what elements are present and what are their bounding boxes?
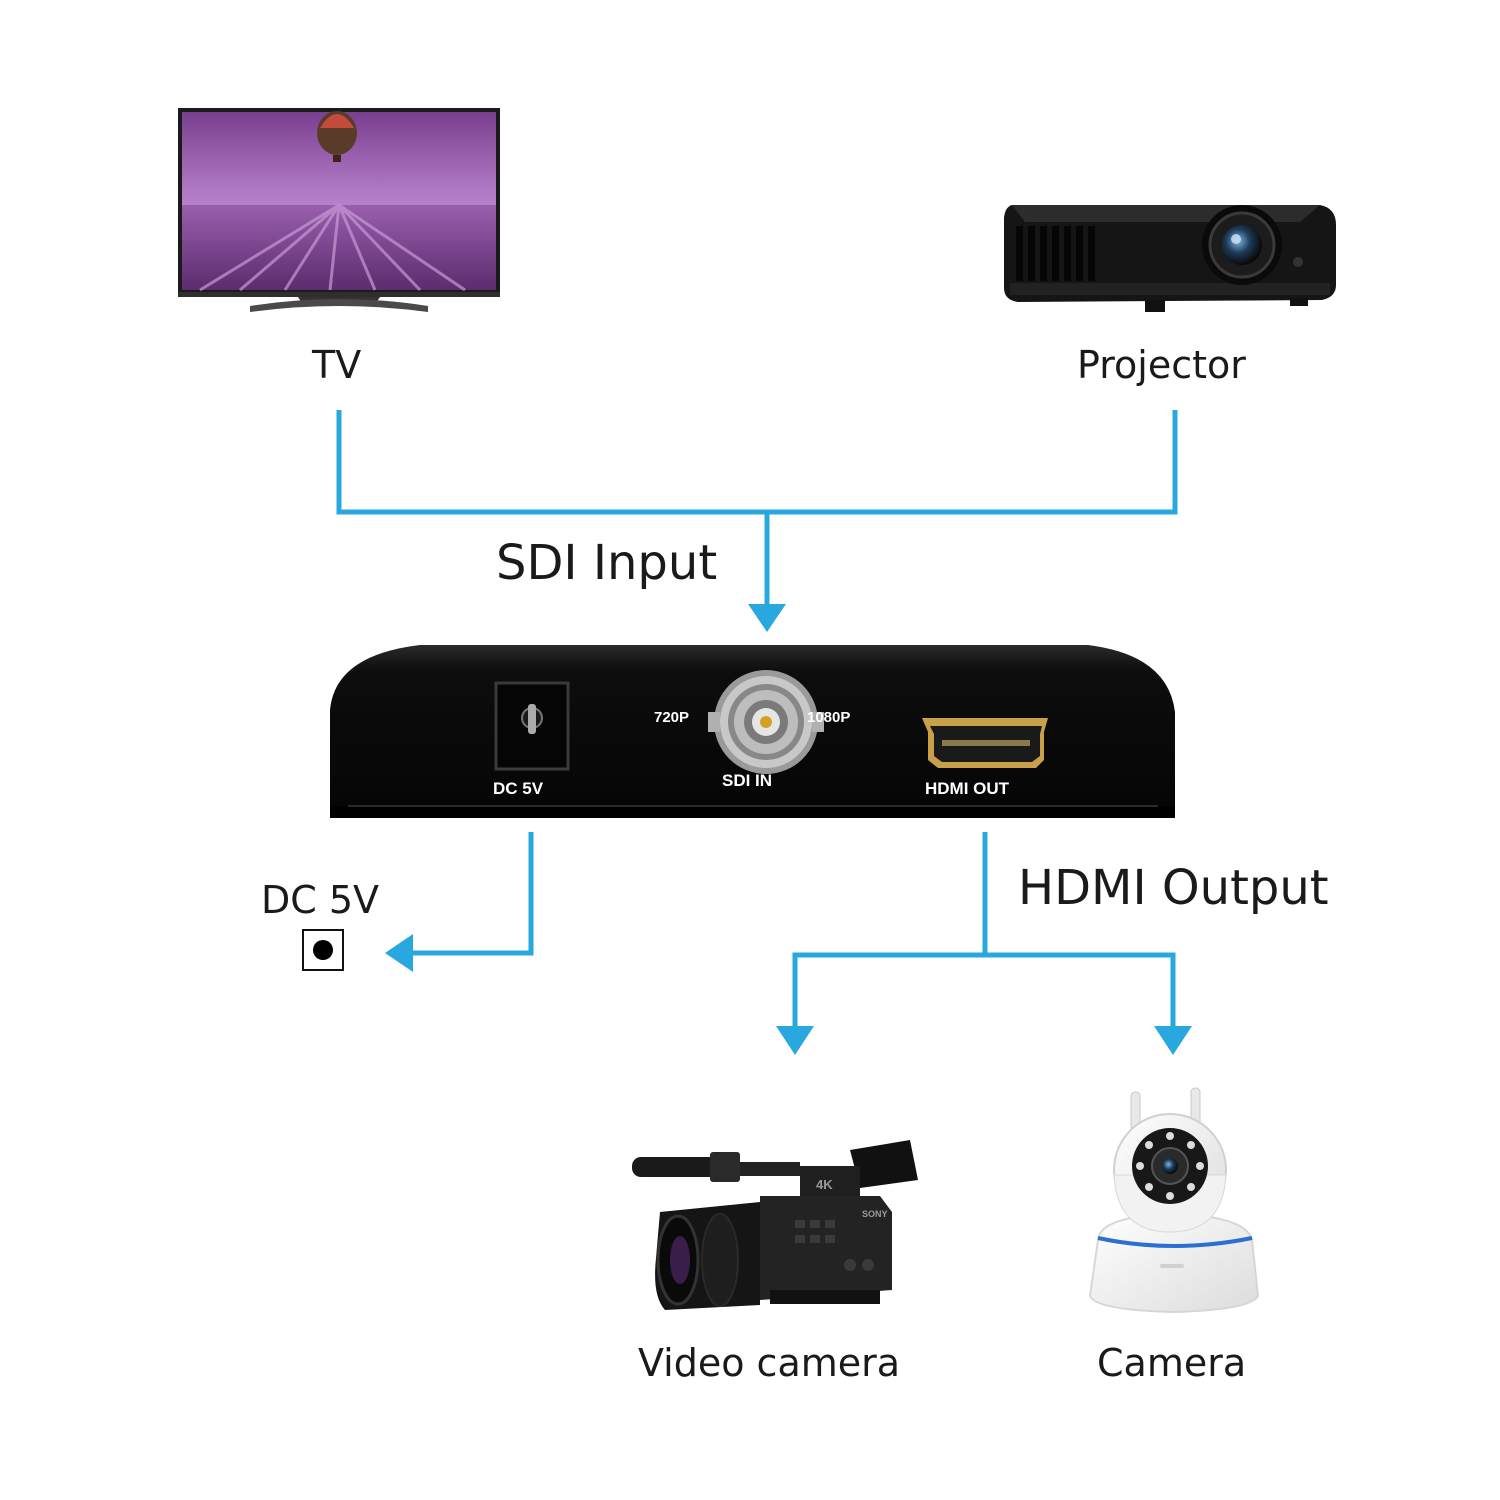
- video-camera-connector: [792, 952, 985, 1030]
- video-camera-icon: [632, 1140, 918, 1310]
- converter-port-dc-label: DC 5V: [493, 779, 544, 798]
- hdmi-output-label: HDMI Output: [1018, 860, 1329, 916]
- tv-label: TV: [312, 343, 362, 387]
- bnc-port: [708, 670, 824, 774]
- connector-lines: [336, 410, 1178, 1030]
- dc-port: [494, 681, 570, 771]
- sdi-input-label: SDI Input: [496, 535, 718, 591]
- camera-arrowhead: [1154, 1026, 1192, 1055]
- converter-port-hdmi-label: HDMI OUT: [925, 779, 1010, 798]
- video-camera-label: Video camera: [638, 1341, 901, 1385]
- camcorder-4k-mark: 4K: [816, 1177, 833, 1192]
- projector-icon: [1004, 205, 1336, 312]
- converter-port-sdi-label: SDI IN: [722, 771, 773, 790]
- projector-connector: [767, 410, 1178, 515]
- arrowheads: [385, 604, 1192, 1055]
- projector-label: Projector: [1077, 343, 1246, 387]
- hdmi-port: [922, 718, 1048, 768]
- dc-jack-dot: [313, 940, 333, 960]
- tv-connector: [336, 410, 767, 515]
- converter-res-right-label: 1080P: [807, 709, 851, 726]
- dc-jack-icon: [302, 929, 344, 971]
- converter-res-left-label: 720P: [654, 709, 690, 726]
- camera-label: Camera: [1097, 1341, 1247, 1385]
- tv-icon: [178, 108, 500, 312]
- ip-camera-icon: [1088, 1087, 1260, 1314]
- dc-arrowhead: [385, 934, 413, 972]
- sdi-input-arrowhead: [748, 604, 786, 632]
- camera-connector: [985, 952, 1176, 1030]
- dc-connector: [410, 832, 534, 956]
- video-camera-arrowhead: [776, 1026, 814, 1055]
- sdi-to-hdmi-converter-icon: [330, 645, 1175, 818]
- dc-power-label: DC 5V: [261, 878, 380, 922]
- camcorder-brand-mark: SONY: [862, 1209, 888, 1219]
